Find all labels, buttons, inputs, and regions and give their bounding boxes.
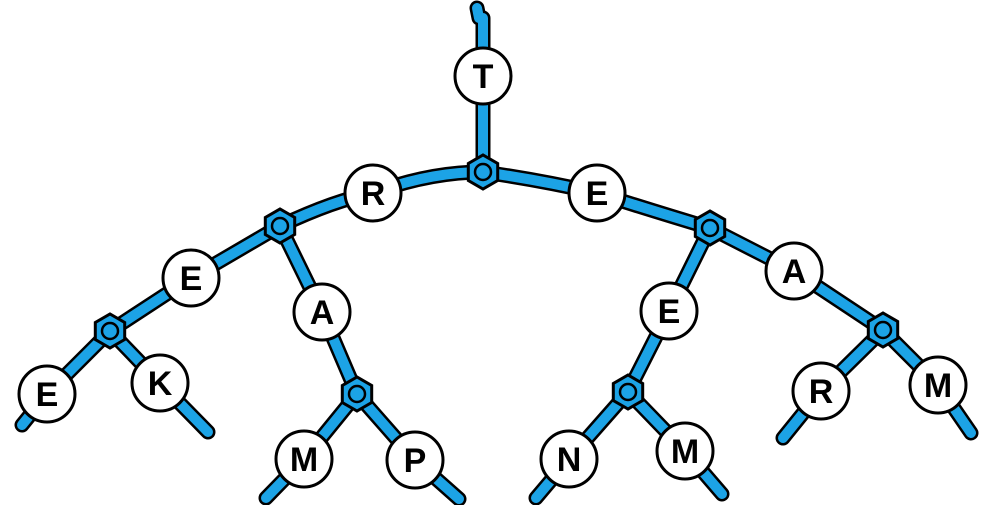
node-circle	[343, 163, 403, 223]
branch-joint-knot	[866, 311, 900, 349]
node-circle	[274, 429, 334, 489]
node-circle	[791, 361, 851, 421]
node-t-root: T	[453, 46, 513, 106]
node-letter: K	[148, 365, 173, 403]
node-circle	[639, 281, 699, 341]
node-k-leaf: K	[130, 353, 190, 413]
node-circle	[908, 355, 968, 415]
node-circle	[567, 163, 627, 223]
node-m-leaf-right: M	[908, 355, 968, 415]
branch-joint-knot	[466, 153, 500, 191]
node-p-leaf: P	[385, 430, 445, 490]
branch-joint-knot	[263, 207, 297, 245]
node-circle	[453, 46, 513, 106]
node-letter: E	[180, 260, 203, 298]
node-e-left: E	[161, 248, 221, 308]
node-circle	[764, 241, 824, 301]
node-circle	[130, 353, 190, 413]
node-letter: M	[290, 441, 318, 479]
node-letter: A	[782, 253, 807, 291]
node-letter: E	[658, 293, 681, 331]
node-letter: E	[36, 376, 59, 414]
node-letter: T	[473, 58, 494, 96]
node-e-leaf: E	[17, 364, 77, 424]
branch-joint-knot	[340, 375, 374, 413]
node-circle	[161, 248, 221, 308]
node-circle	[17, 364, 77, 424]
node-letter: E	[586, 175, 609, 213]
letter-nodes: T R E E A E A E K M P N M R M	[17, 46, 968, 490]
node-letter: P	[404, 442, 427, 480]
node-m-leaf-left: M	[274, 429, 334, 489]
node-circle	[655, 421, 715, 481]
node-circle	[539, 429, 599, 489]
node-a-left: A	[292, 282, 352, 342]
node-letter: R	[809, 373, 834, 411]
branch-joints	[93, 153, 900, 413]
node-letter: A	[310, 294, 335, 332]
node-circle	[385, 430, 445, 490]
branch-joint-knot	[693, 209, 727, 247]
node-n-leaf: N	[539, 429, 599, 489]
node-letter: R	[361, 175, 386, 213]
node-m-leaf-center: M	[655, 421, 715, 481]
node-letter: M	[924, 367, 952, 405]
node-r-leaf: R	[791, 361, 851, 421]
node-r-upper: R	[343, 163, 403, 223]
branch-joint-knot	[93, 312, 127, 350]
node-e-upper: E	[567, 163, 627, 223]
node-letter: N	[557, 441, 582, 479]
node-letter: M	[671, 433, 699, 471]
branch-joint-knot	[611, 373, 645, 411]
node-e-right: E	[639, 281, 699, 341]
node-a-right: A	[764, 241, 824, 301]
node-circle	[292, 282, 352, 342]
